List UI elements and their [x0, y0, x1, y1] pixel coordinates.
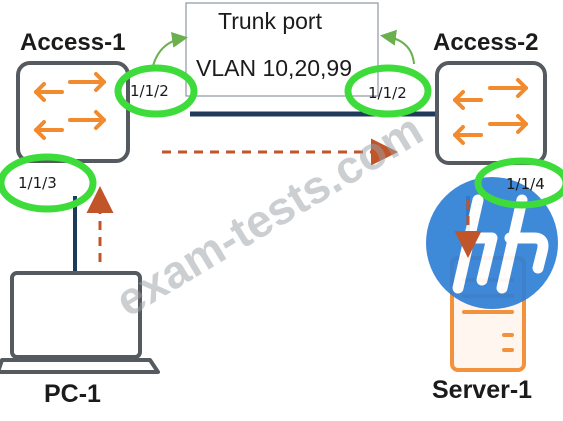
port-label-access1-pc: 1/1/3 [18, 174, 57, 192]
port-label-access2-uplink: 1/1/2 [368, 84, 407, 102]
port-highlight-ring [474, 157, 563, 209]
port-highlight-ring [344, 64, 432, 118]
callout-box [185, 2, 379, 97]
port-label-access2-server: 1/1/4 [506, 175, 545, 193]
device-label-access1: Access-1 [20, 29, 126, 56]
port-label-access1-uplink: 1/1/2 [130, 82, 169, 100]
callout-vlans: VLAN 10,20,99 [196, 55, 353, 81]
device-label-pc: PC-1 [44, 380, 101, 408]
laptop-icon [0, 271, 160, 374]
port-highlight-ring [114, 64, 198, 118]
watermark-text: exam-tests.com [106, 103, 431, 327]
device-label-server: Server-1 [432, 376, 533, 404]
switch-icon [435, 61, 547, 165]
callout-arrow-right [380, 29, 415, 65]
callout-title: Trunk port [218, 8, 322, 34]
device-label-access2: Access-2 [433, 29, 539, 56]
switch-icon [16, 61, 130, 163]
port-highlight-ring [0, 153, 97, 213]
